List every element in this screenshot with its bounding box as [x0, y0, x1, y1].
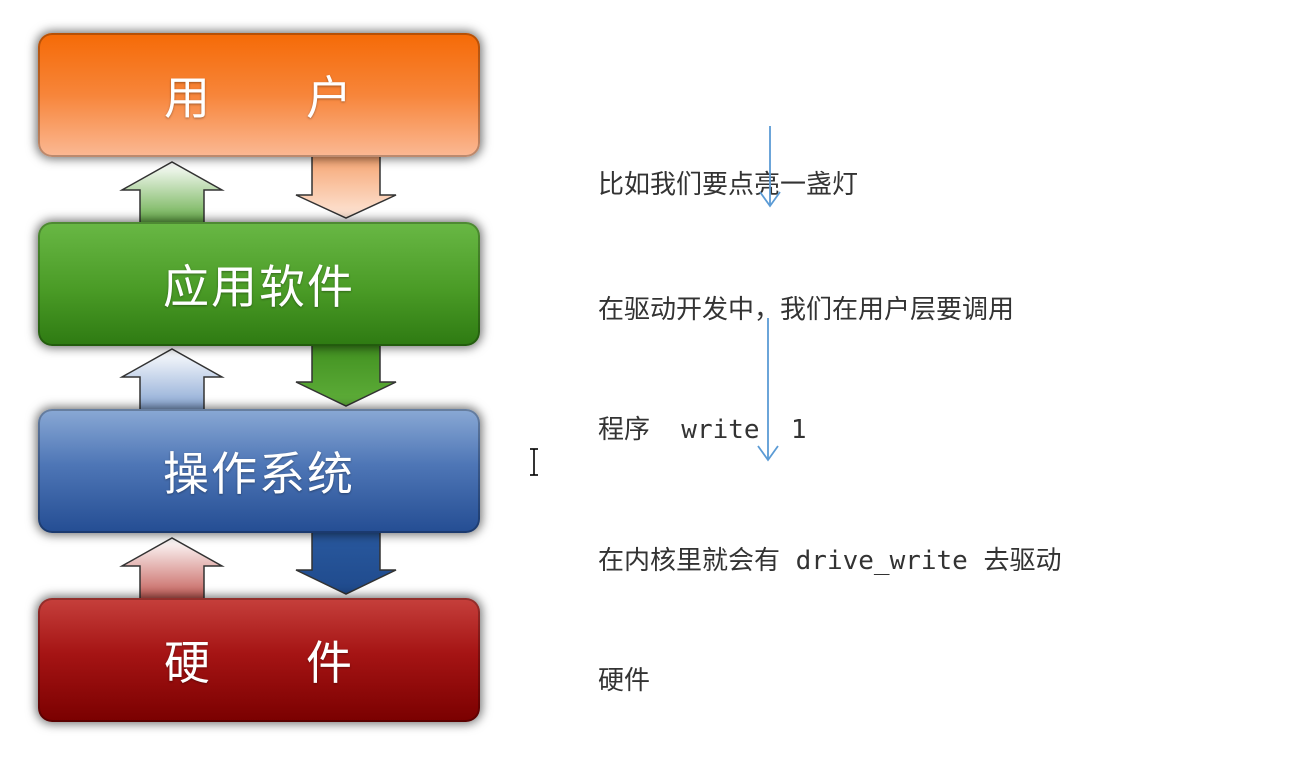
i-beam-cursor-icon [530, 448, 538, 476]
note-2-line-1: 在驱动开发中，我们在用户层要调用 [598, 295, 1015, 325]
down-arrow-app-to-os [295, 339, 397, 407]
note-2-line-2: 程序 write 1 [598, 415, 807, 445]
layer-hw-char-1: 硬 [164, 636, 212, 690]
flow-down-arrow-2 [757, 318, 779, 462]
note-light-example: 比如我们要点亮一盏灯 [598, 85, 858, 245]
note-kernel-drive-write: 在内核里就会有 drive_write 去驱动 硬件 [598, 461, 1062, 741]
layer-application-software: 应用软件 [38, 222, 480, 346]
layer-user-char-1: 用 [164, 71, 212, 125]
layer-hw-char-2: 件 [306, 636, 354, 690]
note-3-line-1: 在内核里就会有 drive_write 去驱动 [598, 546, 1062, 576]
layer-user: 用 户 [38, 33, 480, 157]
note-1-line-1: 比如我们要点亮一盏灯 [598, 170, 859, 200]
layer-operating-system: 操作系统 [38, 409, 480, 533]
up-arrow-app-to-user [119, 161, 225, 229]
layer-user-char-2: 户 [306, 71, 354, 125]
layer-os-label: 操作系统 [163, 447, 355, 501]
software-stack-diagram: 用 户 应用软件 操作系统 硬 件 [0, 0, 520, 774]
up-arrow-hardware-to-os [119, 537, 225, 605]
up-arrow-os-to-app [119, 348, 225, 416]
down-arrow-os-to-hardware [295, 526, 397, 595]
down-arrow-user-to-app [295, 151, 397, 219]
layer-app-label: 应用软件 [163, 260, 355, 314]
layer-hardware: 硬 件 [38, 598, 480, 722]
flow-down-arrow-1 [759, 126, 781, 208]
note-user-layer-write: 在驱动开发中，我们在用户层要调用 程序 write 1 [598, 210, 1014, 490]
note-3-line-2: 硬件 [598, 666, 651, 696]
flow-arrows [757, 126, 781, 462]
